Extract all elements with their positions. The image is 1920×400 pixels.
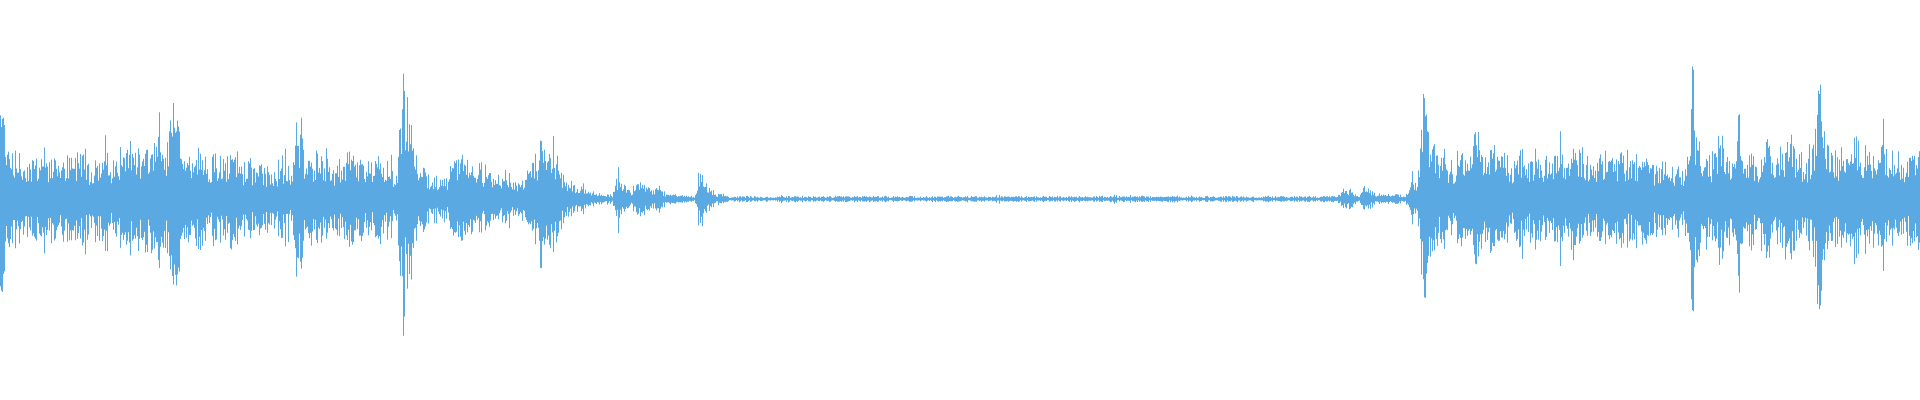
waveform-bars [0,66,1920,336]
